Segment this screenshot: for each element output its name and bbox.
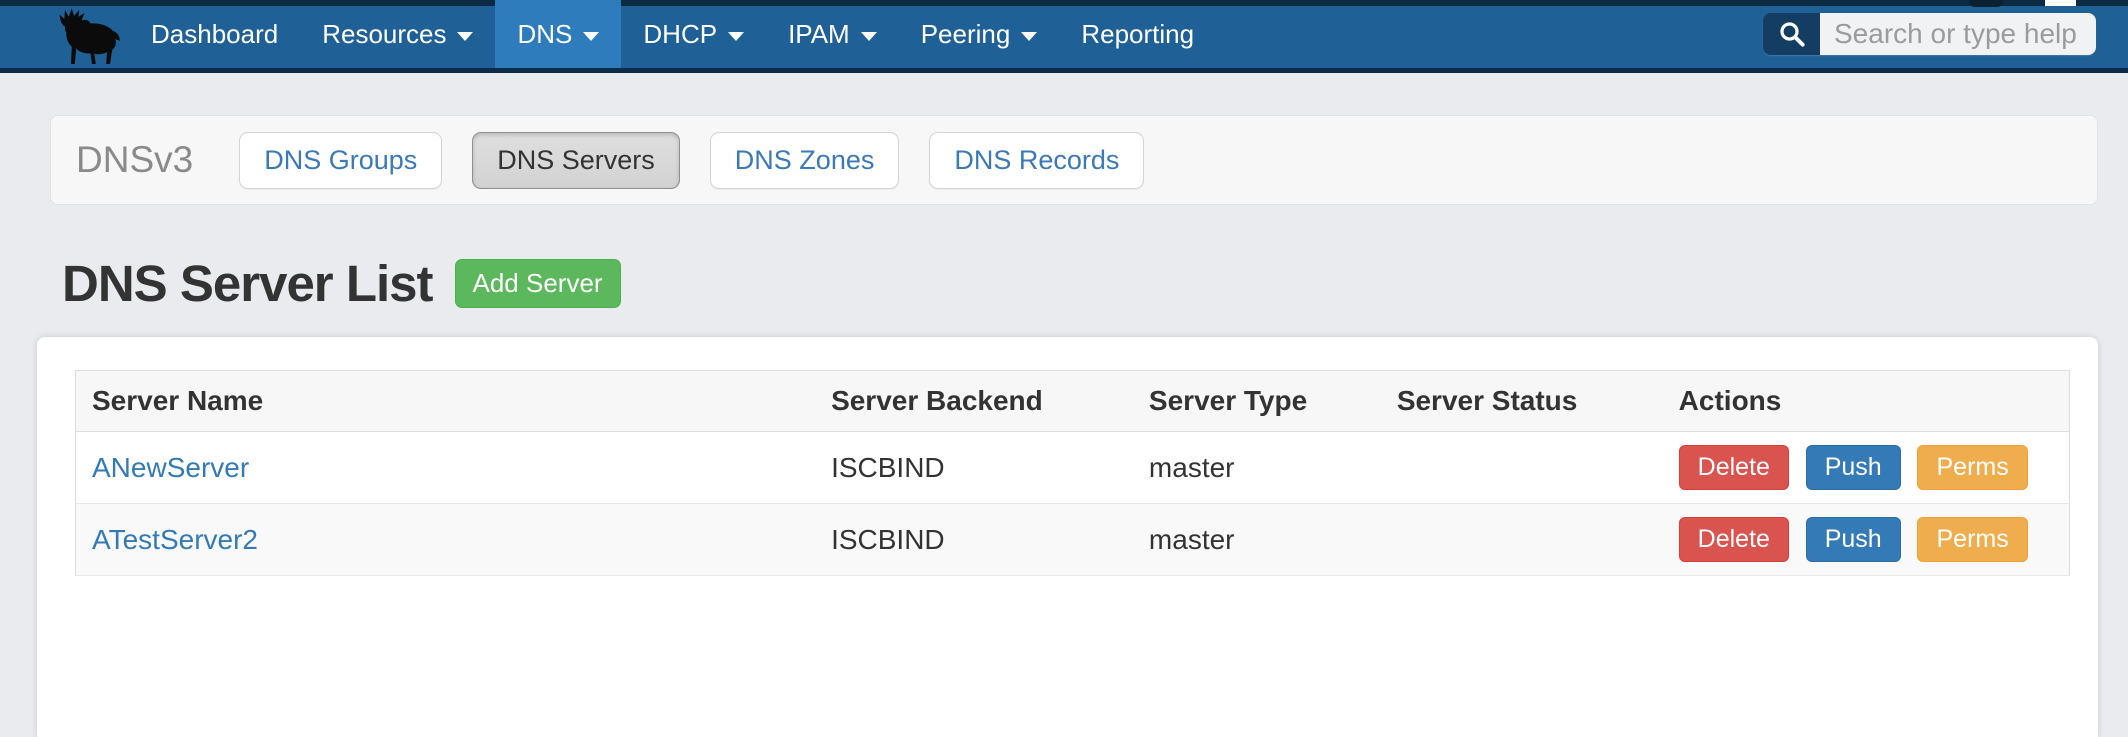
dnsv3-button-group: DNS Groups DNS Servers DNS Zones DNS Rec… xyxy=(239,131,1145,189)
nav-label: DHCP xyxy=(643,18,718,49)
perms-button[interactable]: Perms xyxy=(1917,517,2028,562)
nav-label: Dashboard xyxy=(151,18,279,49)
nav-label: Reporting xyxy=(1081,18,1195,49)
push-button[interactable]: Push xyxy=(1805,517,1901,562)
nav-label: Peering xyxy=(920,18,1011,49)
nav-item-peering[interactable]: Peering xyxy=(899,0,1060,68)
nav-item-dhcp[interactable]: DHCP xyxy=(621,0,766,68)
chevron-down-icon xyxy=(860,31,877,41)
dns-records-button[interactable]: DNS Records xyxy=(929,131,1145,189)
nav-item-dashboard[interactable]: Dashboard xyxy=(129,0,300,68)
push-button[interactable]: Push xyxy=(1805,445,1901,490)
server-backend-cell: ISCBIND xyxy=(831,523,945,555)
global-search xyxy=(1763,13,2096,55)
col-actions: Actions xyxy=(1662,370,2070,432)
dns-groups-button[interactable]: DNS Groups xyxy=(239,131,443,189)
nav-label: Resources xyxy=(322,18,447,49)
server-name-link[interactable]: ANewServer xyxy=(92,451,250,483)
table-header-row: Server Name Server Backend Server Type S… xyxy=(75,370,2070,432)
col-server-name: Server Name xyxy=(75,370,816,432)
top-edge-artifact-white xyxy=(2045,0,2076,6)
top-navbar: Dashboard Resources DNS DHCP IPAM Peerin… xyxy=(0,0,2128,73)
page-header: DNS Server List Add Server xyxy=(62,251,2128,315)
dnsv3-label: DNSv3 xyxy=(76,139,194,180)
server-type-cell: master xyxy=(1148,523,1235,555)
server-table: Server Name Server Backend Server Type S… xyxy=(75,370,2070,576)
dns-servers-button[interactable]: DNS Servers xyxy=(472,131,680,189)
server-backend-cell: ISCBIND xyxy=(831,451,945,483)
server-status-cell xyxy=(1381,432,1663,504)
chevron-down-icon xyxy=(1021,31,1038,41)
dns-zones-button[interactable]: DNS Zones xyxy=(709,131,900,189)
main-nav: Dashboard Resources DNS DHCP IPAM Peerin… xyxy=(129,0,1216,68)
col-server-status: Server Status xyxy=(1380,370,1663,432)
dnsv3-toolbar: DNSv3 DNS Groups DNS Servers DNS Zones D… xyxy=(50,115,2098,205)
server-type-cell: master xyxy=(1148,451,1235,483)
chevron-down-icon xyxy=(457,31,474,41)
nav-label: IPAM xyxy=(788,18,850,49)
nav-item-dns[interactable]: DNS xyxy=(495,0,622,68)
chevron-down-icon xyxy=(728,31,745,41)
perms-button[interactable]: Perms xyxy=(1917,445,2028,490)
nav-item-ipam[interactable]: IPAM xyxy=(766,0,899,68)
table-row: ATestServer2 ISCBIND master Delete Push … xyxy=(75,503,2070,576)
nav-label: DNS xyxy=(517,18,573,49)
search-icon xyxy=(1779,22,1805,47)
add-server-button[interactable]: Add Server xyxy=(454,258,621,308)
search-input[interactable] xyxy=(1820,13,2096,55)
page-title: DNS Server List xyxy=(62,254,433,312)
moose-logo-icon xyxy=(59,8,120,64)
chevron-down-icon xyxy=(583,31,600,41)
server-list-card: Server Name Server Backend Server Type S… xyxy=(37,337,2098,737)
nav-item-reporting[interactable]: Reporting xyxy=(1059,0,1216,68)
navbar-top-strip xyxy=(0,0,2128,6)
table-row: ANewServer ISCBIND master Delete Push Pe… xyxy=(75,431,2070,504)
col-server-type: Server Type xyxy=(1132,370,1381,432)
search-icon-button[interactable] xyxy=(1763,13,1820,55)
server-name-link[interactable]: ATestServer2 xyxy=(92,523,258,555)
delete-button[interactable]: Delete xyxy=(1678,445,1789,490)
top-edge-artifact-dark xyxy=(1969,0,2003,7)
server-status-cell xyxy=(1381,504,1663,576)
col-server-backend: Server Backend xyxy=(815,370,1133,432)
nav-item-resources[interactable]: Resources xyxy=(300,0,495,68)
delete-button[interactable]: Delete xyxy=(1678,517,1789,562)
